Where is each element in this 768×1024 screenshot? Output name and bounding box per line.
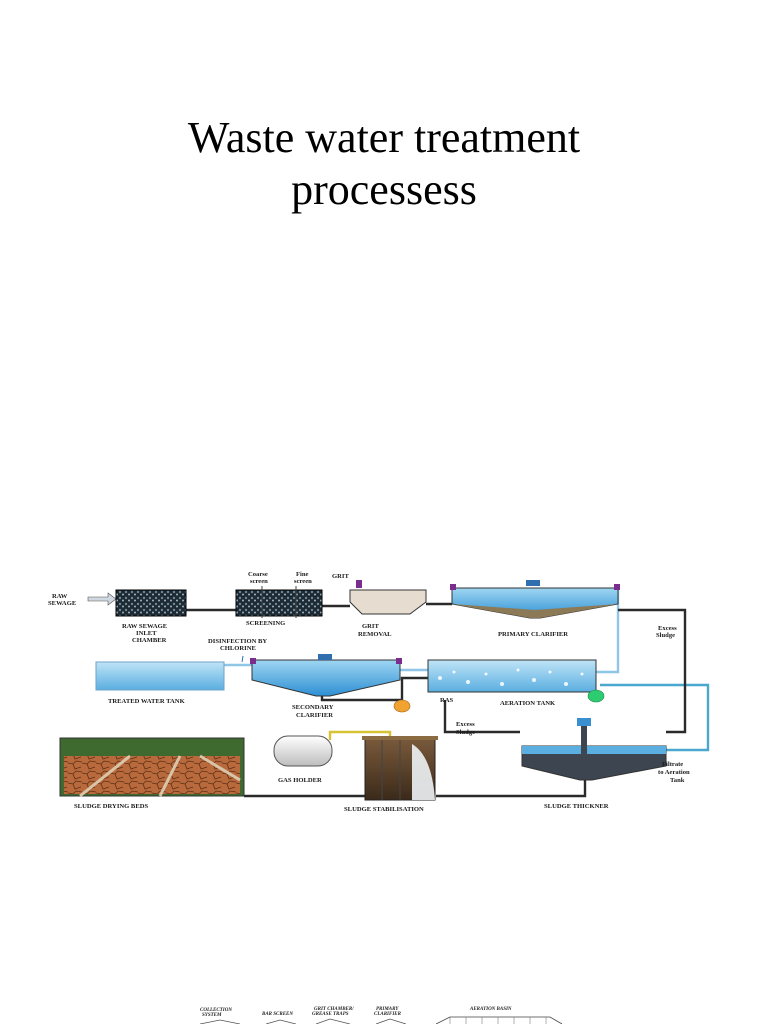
label-coarse-screen-2: screen bbox=[250, 578, 268, 585]
label-excess-sludge-mid-2: Sludge bbox=[456, 729, 475, 736]
label-inlet-chamber-3: CHAMBER bbox=[132, 637, 167, 644]
title-line-1: Waste water treatment bbox=[187, 113, 581, 162]
sludge-thickener-tank bbox=[521, 718, 667, 781]
label-raw-sewage-1: RAW bbox=[52, 593, 68, 600]
label-raw-sewage-2: SEWAGE bbox=[48, 600, 77, 607]
aeration-blower bbox=[587, 689, 605, 703]
label-fine-screen-1: Fine bbox=[296, 571, 309, 578]
footer-label-bar-screen: BAR SCREEN bbox=[261, 1012, 293, 1017]
ras-pump bbox=[393, 699, 411, 713]
label-treated-water-tank: TREATED WATER TANK bbox=[108, 698, 186, 705]
label-inlet-chamber-1: RAW SEWAGE bbox=[122, 623, 168, 630]
footer-label-primary-1: PRIMARY bbox=[376, 1007, 399, 1012]
footer-label-aeration-basin: AERATION BASIN bbox=[469, 1007, 512, 1012]
sludge-stabilisation-tank bbox=[362, 736, 438, 801]
label-grit-removal-1: GRIT bbox=[362, 623, 379, 630]
grit-removal-tank bbox=[349, 580, 427, 615]
label-aeration-tank: AERATION TANK bbox=[500, 700, 556, 707]
slide-title: Waste water treatment processess bbox=[0, 112, 768, 216]
label-filtrate-3: Tank bbox=[670, 777, 685, 784]
label-coarse-screen-1: Coarse bbox=[248, 571, 268, 578]
footer-label-grit-1: GRIT CHAMBER/ bbox=[314, 1007, 354, 1012]
label-disinfection-2: CHLORINE bbox=[220, 645, 257, 652]
label-secondary-clarifier-2: CLARIFIER bbox=[296, 712, 333, 719]
label-sludge-drying-beds: SLUDGE DRYING BEDS bbox=[74, 803, 148, 810]
screening-chamber bbox=[235, 589, 323, 617]
aeration-tank bbox=[427, 659, 597, 693]
label-inlet-chamber-2: INLET bbox=[136, 630, 157, 637]
footer-label-collection-1: COLLECTION bbox=[200, 1008, 232, 1013]
sludge-drying-beds bbox=[59, 737, 245, 798]
label-disinfection-1: DISINFECTION BY bbox=[208, 638, 267, 645]
label-grit: GRIT bbox=[332, 573, 349, 580]
label-excess-sludge-mid-1: Excess bbox=[456, 721, 475, 728]
label-excess-sludge-top-2: Sludge bbox=[656, 632, 675, 639]
label-sludge-thickner: SLUDGE THICKNER bbox=[544, 803, 609, 810]
wastewater-process-diagram: RAW SEWAGE RAW SEWAGE INLET CHAMBER Coar… bbox=[48, 571, 710, 813]
raw-sewage-inlet-arrow bbox=[87, 592, 117, 606]
label-screening: SCREENING bbox=[246, 620, 285, 627]
primary-clarifier-tank bbox=[450, 580, 620, 619]
treated-water-tank bbox=[95, 661, 225, 691]
secondary-clarifier-tank bbox=[241, 654, 402, 697]
title-line-2: processess bbox=[291, 165, 477, 214]
label-ras: RAS bbox=[440, 697, 454, 704]
footer-label-primary-2: CLARIFIER bbox=[374, 1012, 402, 1017]
label-filtrate-1: Filtrate bbox=[662, 761, 683, 768]
footer-label-grit-2: GREASE TRAPS bbox=[312, 1012, 349, 1017]
label-primary-clarifier: PRIMARY CLARIFIER bbox=[498, 631, 568, 638]
label-grit-removal-2: REMOVAL bbox=[358, 631, 392, 638]
inlet-chamber bbox=[115, 589, 187, 617]
label-fine-screen-2: screen bbox=[294, 578, 312, 585]
partial-second-diagram: COLLECTION SYSTEM BAR SCREEN GRIT CHAMBE… bbox=[199, 1007, 563, 1024]
label-excess-sludge-top-1: Excess bbox=[658, 625, 677, 632]
label-gas-holder: GAS HOLDER bbox=[278, 777, 322, 784]
footer-label-collection-2: SYSTEM bbox=[202, 1013, 222, 1018]
label-filtrate-2: to Aeration bbox=[658, 769, 690, 776]
label-sludge-stabilisation: SLUDGE STABILISATION bbox=[344, 806, 424, 813]
diagram-labels: RAW SEWAGE RAW SEWAGE INLET CHAMBER Coar… bbox=[48, 571, 690, 813]
label-secondary-clarifier-1: SECONDARY bbox=[292, 704, 334, 711]
gas-holder bbox=[273, 735, 333, 767]
